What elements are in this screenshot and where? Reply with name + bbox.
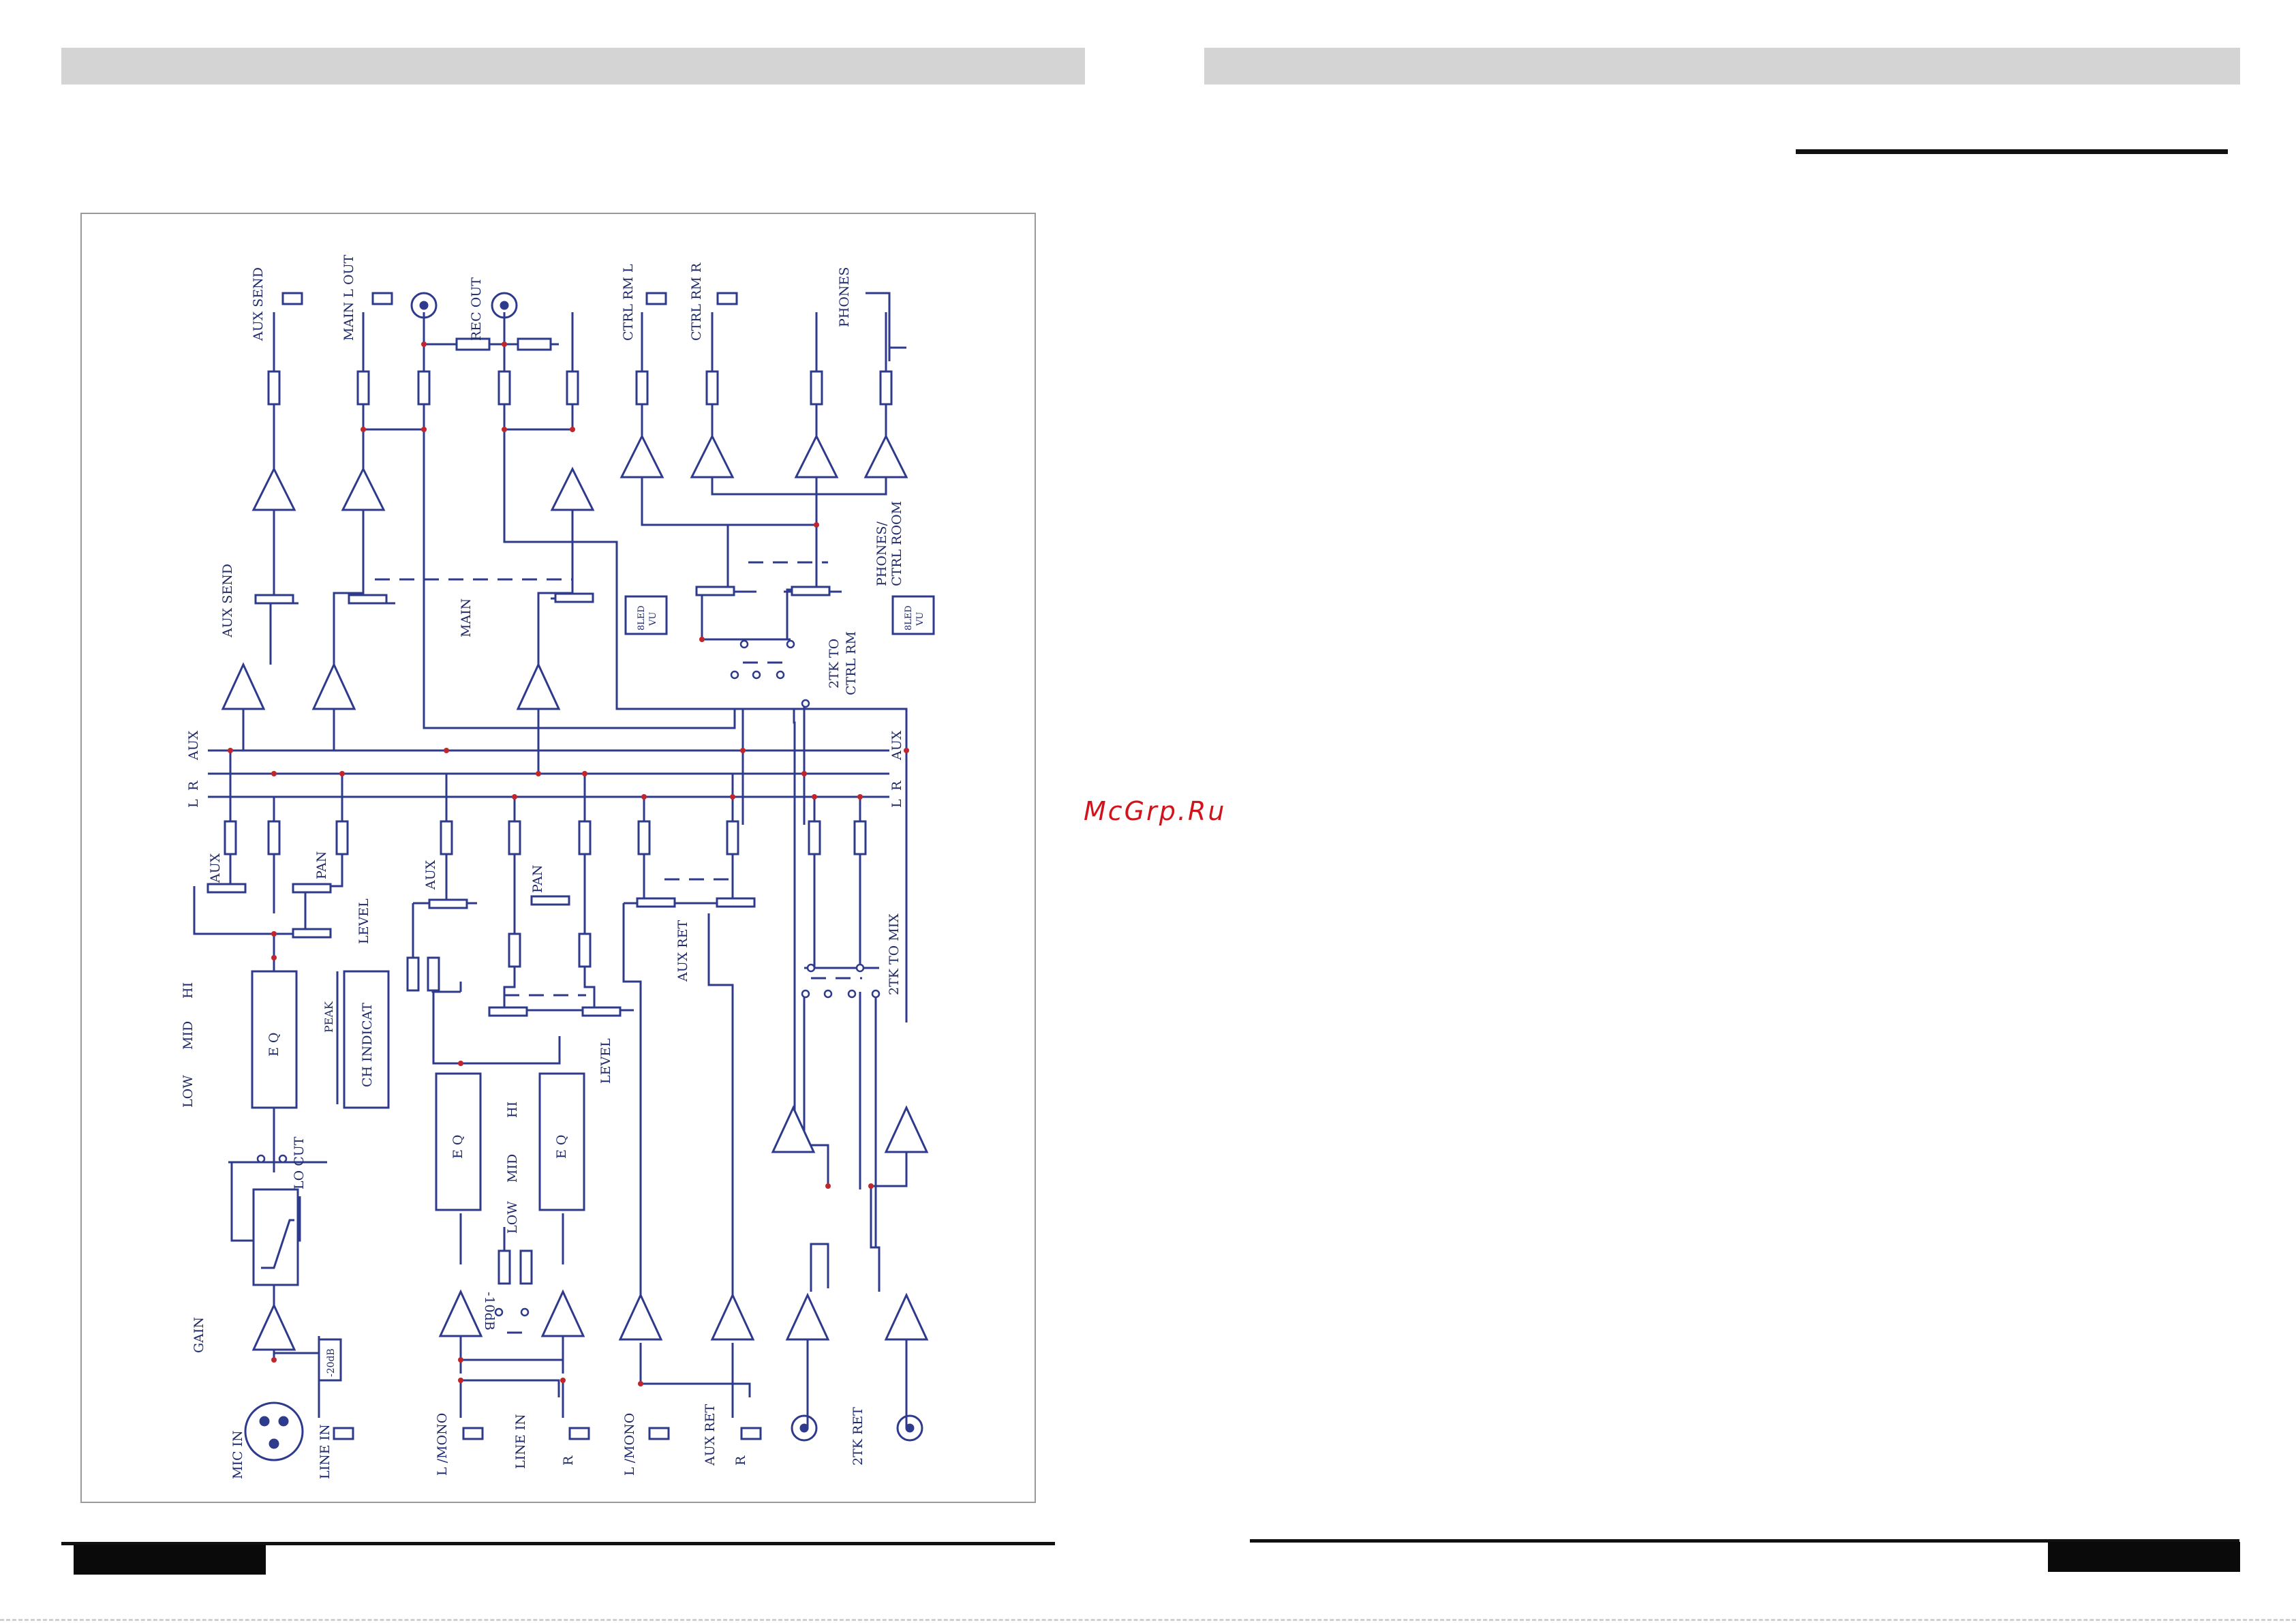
left-footer-block [74,1545,266,1575]
watermark: McGrp.Ru [1084,796,1227,826]
label-aux-ret-pot: AUX RET [675,920,690,982]
label-ctrl-rm-r: CTRL RM R [689,262,704,341]
label-phones: PHONES [837,267,852,327]
label-st-aux: AUX [423,860,438,890]
label-bus-r-left: R [186,780,201,791]
switches [256,639,881,1317]
label-aux-send-pot: AUX SEND [220,564,235,638]
label-ctrl-rm-l: CTRL RM L [621,264,636,341]
label-eq-hi: HI [181,982,196,999]
bottom-dotted-edge [0,1619,2296,1621]
label-main-pot: MAIN [459,598,474,637]
label-2tk-to-ctrl-rm-2: CTRL RM [844,631,859,695]
label-mic-in: MIC IN [230,1430,245,1479]
label-2tk-to-ctrl-rm-1: 2TK TO [827,639,842,688]
right-footer-rule [1250,1539,2239,1543]
left-header-bar [61,48,1085,85]
label-phones-ctrl-room-1: PHONES/ [874,521,889,586]
resistors [224,337,893,1285]
label-pad-20db: -20dB [326,1348,337,1377]
label-r-1: R [561,1455,576,1466]
label-phones-ctrl-room-2: CTRL ROOM [889,501,904,586]
label-eq: E Q [266,1033,281,1057]
label-st-eq-left: E Q [450,1135,465,1159]
label-st-low: LOW [505,1201,520,1234]
label-st-mid: MID [505,1154,520,1183]
label-eq-low: LOW [181,1075,196,1108]
label-line-in-st: LINE IN [513,1414,528,1469]
label-line-in-mono: LINE IN [318,1424,333,1479]
label-mono-level: LEVEL [356,898,371,944]
label-main-l-out: MAIN L OUT [341,254,356,341]
right-title-rule [1796,149,2228,154]
schematic-frame [80,213,1036,1503]
label-l-mono-1: L /MONO [435,1413,450,1476]
boxes [251,595,935,1382]
label-st-hi: HI [505,1102,520,1118]
label-mono-aux: AUX [208,853,223,883]
label-st-pan: PAN [530,865,545,893]
label-aux-ret: AUX RET [703,1404,718,1466]
label-peak: PEAK [322,1001,335,1033]
label-eq-mid: MID [181,1021,196,1050]
label-bus-aux-left: AUX [186,730,201,761]
label-2tk-to-mix: 2TK TO MIX [887,913,902,995]
right-footer-block [2048,1542,2240,1572]
label-2tk-ret: 2TK RET [851,1407,866,1466]
label-ch-indicat: CH INDICAT [360,1003,375,1087]
label-vu-right-2: VU [915,612,925,626]
jacks [244,292,923,1461]
label-bus-aux-right: AUX [889,730,904,761]
label-mono-pan: PAN [314,851,329,879]
label-aux-send-jack: AUX SEND [251,267,266,342]
junctions [228,342,909,1386]
label-bus-r-right: R [889,780,904,791]
label-vu-left-1: 8LED [637,605,647,631]
label-st-level: LEVEL [598,1038,613,1084]
label-l-mono-2: L /MONO [622,1413,637,1476]
label-bus-l-right: L [889,799,904,808]
label-gain: GAIN [192,1317,206,1353]
label-bus-l-left: L [186,799,201,808]
label-st-eq-right: E Q [554,1135,569,1159]
label-r-2: R [733,1455,748,1466]
amplifiers [221,434,929,1351]
schematic-labels: AUX SEND MAIN L OUT REC OUT CTRL RM L CT… [181,254,925,1479]
left-footer-rule [61,1542,1055,1545]
label-vu-left-2: VU [648,612,658,626]
gang-links [375,561,862,1334]
label-lo-cut: LO CUT [292,1136,307,1189]
right-header-bar [1204,48,2240,85]
wires [193,312,908,1428]
label-vu-right-1: 8LED [904,605,914,631]
label-rec-out: REC OUT [469,277,484,341]
potentiometers [206,586,831,1017]
label-pad-10db: -10dB [482,1292,497,1331]
